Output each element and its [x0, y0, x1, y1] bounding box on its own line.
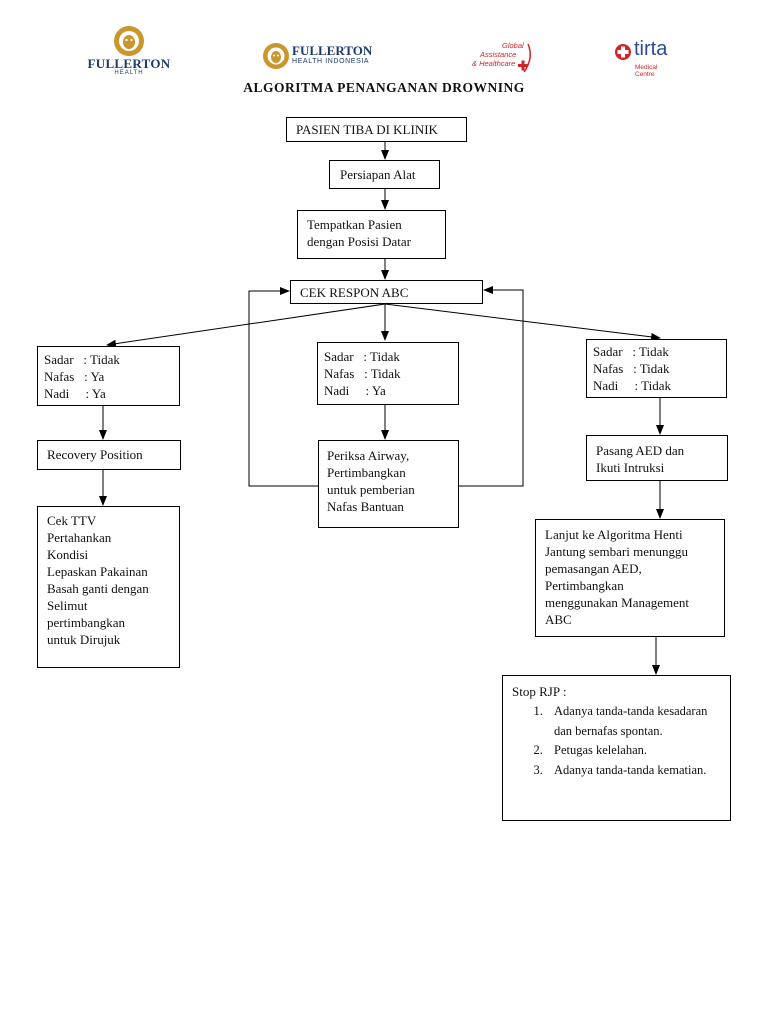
status-row: Nadi : Ya: [324, 383, 386, 398]
henti-jantung-line: pemasangan AED,: [545, 561, 642, 576]
right-status-box: Sadar : Tidak Nafas : Tidak Nadi : Tidak: [586, 339, 727, 398]
aed-line: Ikuti Intruksi: [596, 460, 665, 475]
stop-rjp-item: Adanya tanda-tanda kesadaran dan bernafa…: [546, 702, 722, 741]
stop-rjp-item: Adanya tanda-tanda kematian.: [546, 761, 722, 781]
henti-jantung-line: ABC: [545, 612, 572, 627]
status-row: Nafas : Tidak: [324, 366, 401, 381]
stop-rjp-item: Petugas kelelahan.: [546, 741, 722, 761]
loop-back-right: [459, 286, 524, 487]
logo-line: Global: [502, 41, 524, 50]
fullerton-indonesia-logo: FULLERTON HEALTH INDONESIA: [262, 42, 380, 72]
position-line: Tempatkan Pasien: [307, 217, 402, 232]
cek-ttv-line: untuk Dirujuk: [47, 632, 121, 647]
logo-subtitle: HEALTH INDONESIA: [292, 58, 370, 65]
prep-box: Persiapan Alat: [329, 160, 440, 189]
fullerton-health-logo: FULLERTON HEALTH: [84, 24, 174, 80]
global-assistance-logo: Global Assistance & Healthcare: [462, 40, 538, 78]
airway-line: untuk pemberian: [327, 482, 415, 497]
airway-line: Nafas Bantuan: [327, 499, 404, 514]
airway-line: Periksa Airway,: [327, 448, 410, 463]
tirta-cross-icon: [615, 44, 631, 60]
status-row: Sadar : Tidak: [324, 349, 400, 364]
logo-name: FULLERTON: [87, 56, 171, 71]
henti-jantung-line: menggunakan Management: [545, 595, 690, 610]
cek-ttv-line: Selimut: [47, 598, 88, 613]
status-row: Sadar : Tidak: [593, 344, 669, 359]
left-status-box: Sadar : Tidak Nafas : Ya Nadi : Ya: [37, 346, 180, 406]
lion-emblem-icon: [114, 26, 144, 56]
middle-status-box: Sadar : Tidak Nafas : Tidak Nadi : Ya: [317, 342, 459, 405]
logo-line: & Healthcare: [472, 59, 516, 68]
aed-box: Pasang AED dan Ikuti Intruksi: [586, 435, 728, 481]
aed-line: Pasang AED dan: [596, 443, 685, 458]
cek-ttv-line: Kondisi: [47, 547, 89, 562]
prep-label: Persiapan Alat: [340, 167, 416, 182]
status-row: Nafas : Tidak: [593, 361, 670, 376]
check-abc-label: CEK RESPON ABC: [300, 285, 409, 300]
logo-name: FULLERTON: [292, 43, 373, 58]
recovery-position-box: Recovery Position: [37, 440, 181, 470]
status-row: Sadar : Tidak: [44, 352, 120, 367]
status-row: Nadi : Tidak: [593, 378, 672, 393]
cek-ttv-line: Lepaskan Pakainan: [47, 564, 148, 579]
henti-jantung-line: Lanjut ke Algoritma Henti: [545, 527, 683, 542]
start-box: PASIEN TIBA DI KLINIK: [286, 117, 467, 142]
stop-rjp-box: Stop RJP : Adanya tanda-tanda kesadaran …: [502, 675, 731, 821]
loop-back-left: [248, 287, 318, 487]
status-row: Nafas : Ya: [44, 369, 105, 384]
cek-ttv-line: Pertahankan: [47, 530, 112, 545]
position-box: Tempatkan Pasien dengan Posisi Datar: [297, 210, 446, 259]
start-label: PASIEN TIBA DI KLINIK: [296, 122, 438, 137]
henti-jantung-box: Lanjut ke Algoritma Henti Jantung sembar…: [535, 519, 725, 637]
tirta-logo: tirta Medical Centre: [614, 38, 678, 78]
position-line: dengan Posisi Datar: [307, 234, 411, 249]
recovery-position-label: Recovery Position: [47, 447, 143, 462]
cek-ttv-line: Basah ganti dengan: [47, 581, 149, 596]
status-row: Nadi : Ya: [44, 386, 106, 401]
cek-ttv-line: pertimbangkan: [47, 615, 125, 630]
logo-subtitle: HEALTH: [114, 70, 144, 76]
airway-line: Pertimbangkan: [327, 465, 406, 480]
swoosh-cross-icon: [518, 43, 531, 73]
cek-ttv-line: Cek TTV: [47, 513, 97, 528]
lion-emblem-icon: [263, 43, 289, 69]
logo-subtitle: Medical Centre: [635, 64, 658, 78]
page-title: ALGORITMA PENANGANAN DROWNING: [243, 80, 525, 95]
stop-rjp-heading: Stop RJP :: [512, 684, 567, 699]
cek-ttv-box: Cek TTV Pertahankan Kondisi Lepaskan Pak…: [37, 506, 180, 668]
logo-line: Assistance: [480, 50, 517, 59]
airway-box: Periksa Airway, Pertimbangkan untuk pemb…: [318, 440, 459, 528]
logo-name: tirta: [634, 38, 668, 60]
henti-jantung-line: Jantung sembari menunggu: [545, 544, 688, 559]
check-abc-box: CEK RESPON ABC: [290, 280, 483, 304]
arrow-check-to-left: [106, 303, 386, 348]
stop-rjp-list: Adanya tanda-tanda kesadaran dan bernafa…: [512, 702, 722, 780]
henti-jantung-line: Pertimbangkan: [545, 578, 624, 593]
